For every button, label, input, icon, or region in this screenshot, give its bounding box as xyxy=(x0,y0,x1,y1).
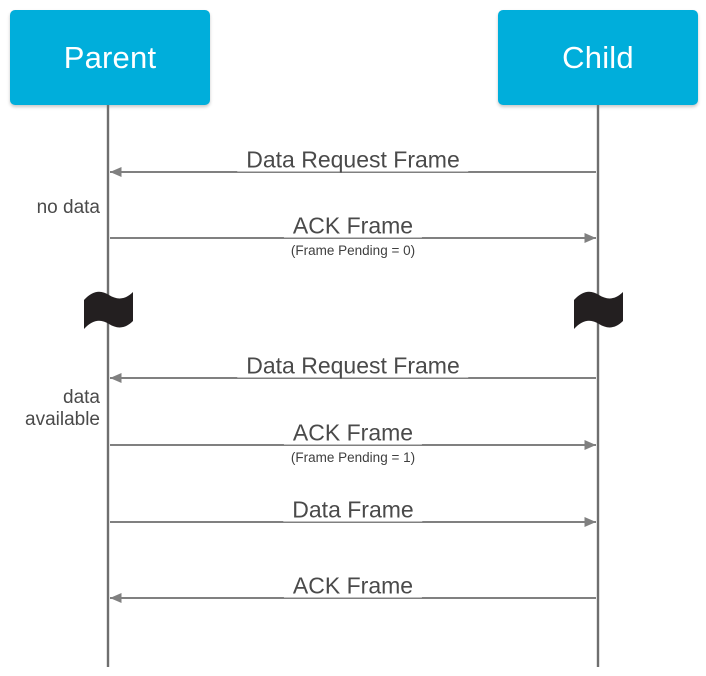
actor-box-parent: Parent xyxy=(10,10,210,105)
actor-box-child: Child xyxy=(498,10,698,105)
break-parent-icon xyxy=(84,291,133,329)
message-sublabel-msg-4: (Frame Pending = 1) xyxy=(285,451,421,465)
side-note-no-data: no data xyxy=(36,197,100,218)
lifelines-group xyxy=(106,105,600,667)
actor-label-child: Child xyxy=(562,40,634,75)
message-label-msg-6: ACK Frame xyxy=(283,574,423,598)
side-note-data-available: data available xyxy=(25,387,100,430)
break-symbols-group xyxy=(84,291,623,329)
message-sublabel-msg-2: (Frame Pending = 0) xyxy=(285,244,421,258)
message-label-msg-4: ACK Frame xyxy=(283,421,423,445)
actor-label-parent: Parent xyxy=(63,40,157,75)
message-arrows-group xyxy=(110,167,596,603)
message-label-msg-2: ACK Frame xyxy=(283,214,423,238)
message-label-msg-1: Data Request Frame xyxy=(237,148,469,172)
message-label-msg-5: Data Frame xyxy=(283,498,423,522)
message-label-msg-3: Data Request Frame xyxy=(237,354,469,378)
break-child-icon xyxy=(574,291,623,329)
